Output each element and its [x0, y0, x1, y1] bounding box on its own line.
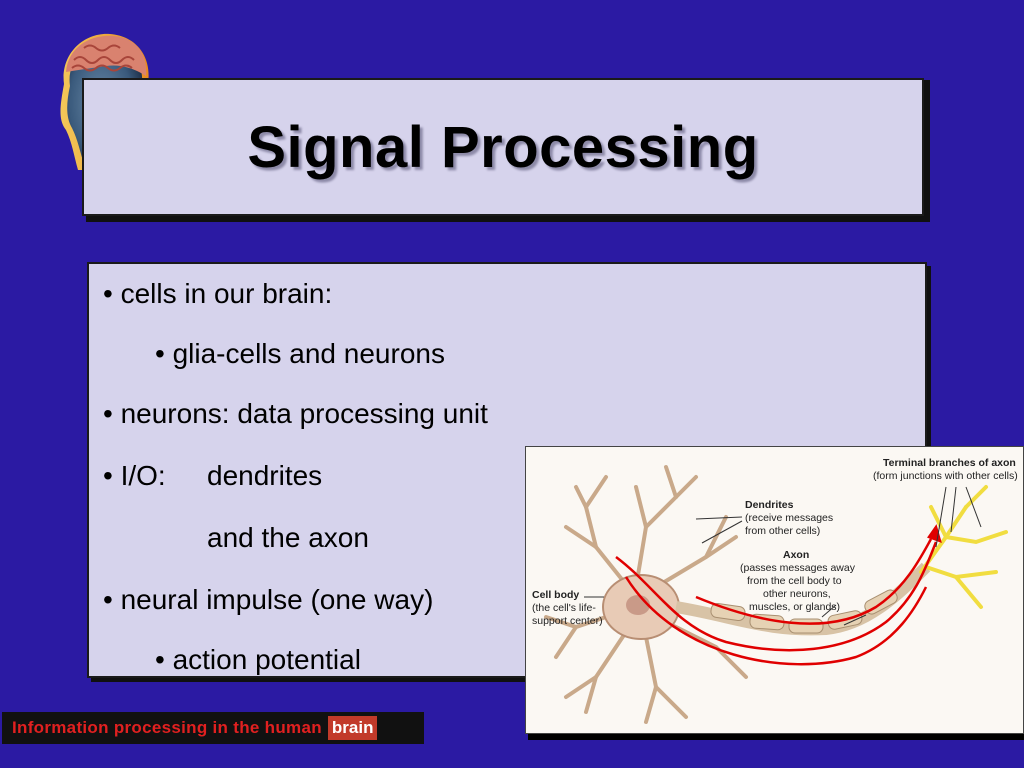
cell-body-title: Cell body: [532, 589, 580, 601]
axon-desc-4: muscles, or glands): [749, 601, 841, 613]
axon-desc-3: other neurons,: [763, 588, 831, 600]
slide-title: Signal Processing: [247, 114, 759, 180]
dendrites-desc-1: (receive messages: [745, 512, 834, 524]
axon-title: Axon: [783, 549, 810, 561]
bullet-io: • I/O:: [103, 460, 166, 491]
dendrites-desc-2: from other cells): [745, 525, 821, 537]
cell-body-label: Cell body: [532, 589, 579, 601]
neuron-drawing: [544, 465, 1008, 724]
cell-body-desc-1: (the cell's life-: [532, 602, 596, 614]
cell-body-desc-2: support center): [532, 615, 603, 627]
terminal-title: Terminal branches of axon: [883, 457, 1016, 469]
bullet-axon: and the axon: [207, 522, 369, 553]
bullet-glia: • glia-cells and neurons: [155, 338, 445, 369]
neuron-diagram: Terminal branches of axon (form junction…: [525, 446, 1024, 734]
title-box: Signal Processing: [82, 78, 924, 216]
label-pointers: [584, 486, 982, 626]
axon-desc-1: (passes messages away: [740, 562, 855, 574]
bullet-impulse: • neural impulse (one way): [103, 584, 434, 615]
terminal-branches-label: Terminal branches of axon: [883, 457, 1016, 469]
bullet-dendrites: dendrites: [207, 460, 323, 491]
footer-text: Information processing in the human: [12, 718, 322, 737]
footer-highlight: brain: [327, 716, 378, 740]
footer-banner: Information processing in the human brai…: [2, 712, 424, 744]
dendrite-branches: [544, 465, 748, 724]
impulse-arrows: [615, 524, 942, 666]
dendrites-label: Dendrites: [745, 499, 793, 511]
terminal-branches-desc: (form junctions with other cells): [873, 470, 1018, 482]
dendrites-title: Dendrites: [745, 499, 794, 511]
bullet-neurons: • neurons: data processing unit: [103, 398, 488, 429]
bullet-cells: • cells in our brain:: [103, 278, 333, 309]
axon-label: Axon: [783, 549, 809, 561]
bullet-action-potential: • action potential: [155, 644, 361, 675]
axon-desc-2: from the cell body to: [747, 575, 842, 587]
